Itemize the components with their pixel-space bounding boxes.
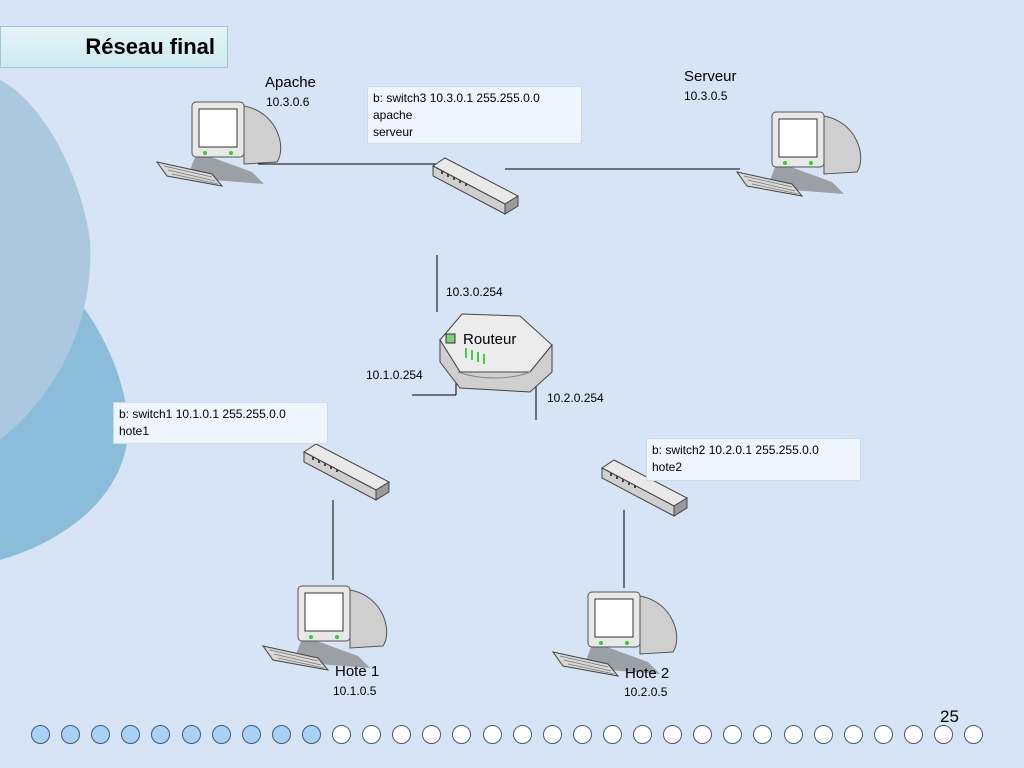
note-switch2-line: hote2	[652, 460, 683, 474]
progress-dot	[422, 725, 442, 744]
router-name: Routeur	[463, 331, 517, 348]
progress-dot	[602, 725, 622, 744]
progress-dot	[512, 725, 532, 744]
computer-icon-hote2	[552, 591, 678, 677]
progress-dot	[813, 725, 833, 744]
apache-name: Apache	[265, 74, 316, 91]
hote1-name: Hote 1	[335, 663, 380, 680]
progress-dot	[903, 725, 923, 744]
progress-dot	[633, 725, 652, 744]
progress-dot	[753, 725, 773, 744]
hote2-ip: 10.2.0.5	[624, 685, 668, 699]
note-switch2: b: switch2 10.2.0.1 255.255.0.0 hote2	[646, 438, 861, 481]
page-number: 25	[940, 707, 959, 726]
switch-icon-switch3	[432, 157, 519, 215]
progress-dot	[151, 725, 171, 744]
hote2-name: Hote 2	[625, 665, 670, 682]
note-switch2-line: b: switch2 10.2.0.1 255.255.0.0	[652, 443, 819, 457]
progress-dot	[452, 725, 472, 744]
progress-dot	[873, 725, 893, 744]
note-switch3: b: switch3 10.3.0.1 255.255.0.0 apache s…	[367, 86, 582, 144]
note-switch1-line: b: switch1 10.1.0.1 255.255.0.0	[119, 407, 286, 421]
slide-title-banner: Réseau final	[0, 26, 228, 68]
progress-dot	[964, 725, 984, 744]
note-switch1: b: switch1 10.1.0.1 255.255.0.0 hote1	[113, 402, 328, 444]
note-switch3-line: apache	[373, 108, 413, 122]
router-ip-top: 10.3.0.254	[446, 285, 503, 299]
progress-dot	[392, 725, 412, 744]
router-ip-right: 10.2.0.254	[547, 391, 604, 405]
note-switch3-line: b: switch3 10.3.0.1 255.255.0.0	[373, 91, 540, 105]
router-icon	[439, 313, 553, 393]
computer-icon-apache	[156, 101, 282, 187]
progress-dot	[271, 725, 291, 744]
progress-dot	[211, 725, 231, 744]
switch-icon-switch1	[303, 443, 390, 501]
progress-dot	[542, 725, 562, 744]
progress-dot	[31, 725, 50, 744]
progress-dot	[693, 725, 713, 744]
progress-dot	[783, 725, 803, 744]
progress-dot	[663, 725, 683, 744]
progress-dot	[241, 725, 261, 744]
hote1-ip: 10.1.0.5	[333, 684, 377, 698]
progress-dot	[121, 725, 141, 744]
progress-dot	[723, 725, 743, 744]
router-ip-left: 10.1.0.254	[366, 368, 423, 382]
note-switch1-line: hote1	[119, 424, 150, 438]
computer-icon-serveur	[736, 111, 862, 197]
progress-dot	[301, 725, 321, 744]
connections	[258, 163, 740, 588]
progress-dot	[91, 725, 111, 744]
bg-arc-light	[0, 80, 91, 440]
progress-dot	[181, 725, 201, 744]
progress-dot	[482, 725, 502, 744]
progress-dot	[61, 725, 81, 744]
computer-icon-hote1	[262, 585, 388, 671]
progress-dot	[572, 725, 592, 744]
progress-dot	[934, 725, 953, 744]
progress-dot	[332, 725, 351, 744]
progress-dot	[362, 725, 382, 744]
apache-ip: 10.3.0.6	[266, 95, 310, 109]
note-switch3-line: serveur	[373, 125, 414, 139]
slide-title: Réseau final	[85, 34, 215, 59]
serveur-ip: 10.3.0.5	[684, 89, 728, 103]
serveur-name: Serveur	[684, 68, 737, 85]
progress-dot	[843, 725, 863, 744]
